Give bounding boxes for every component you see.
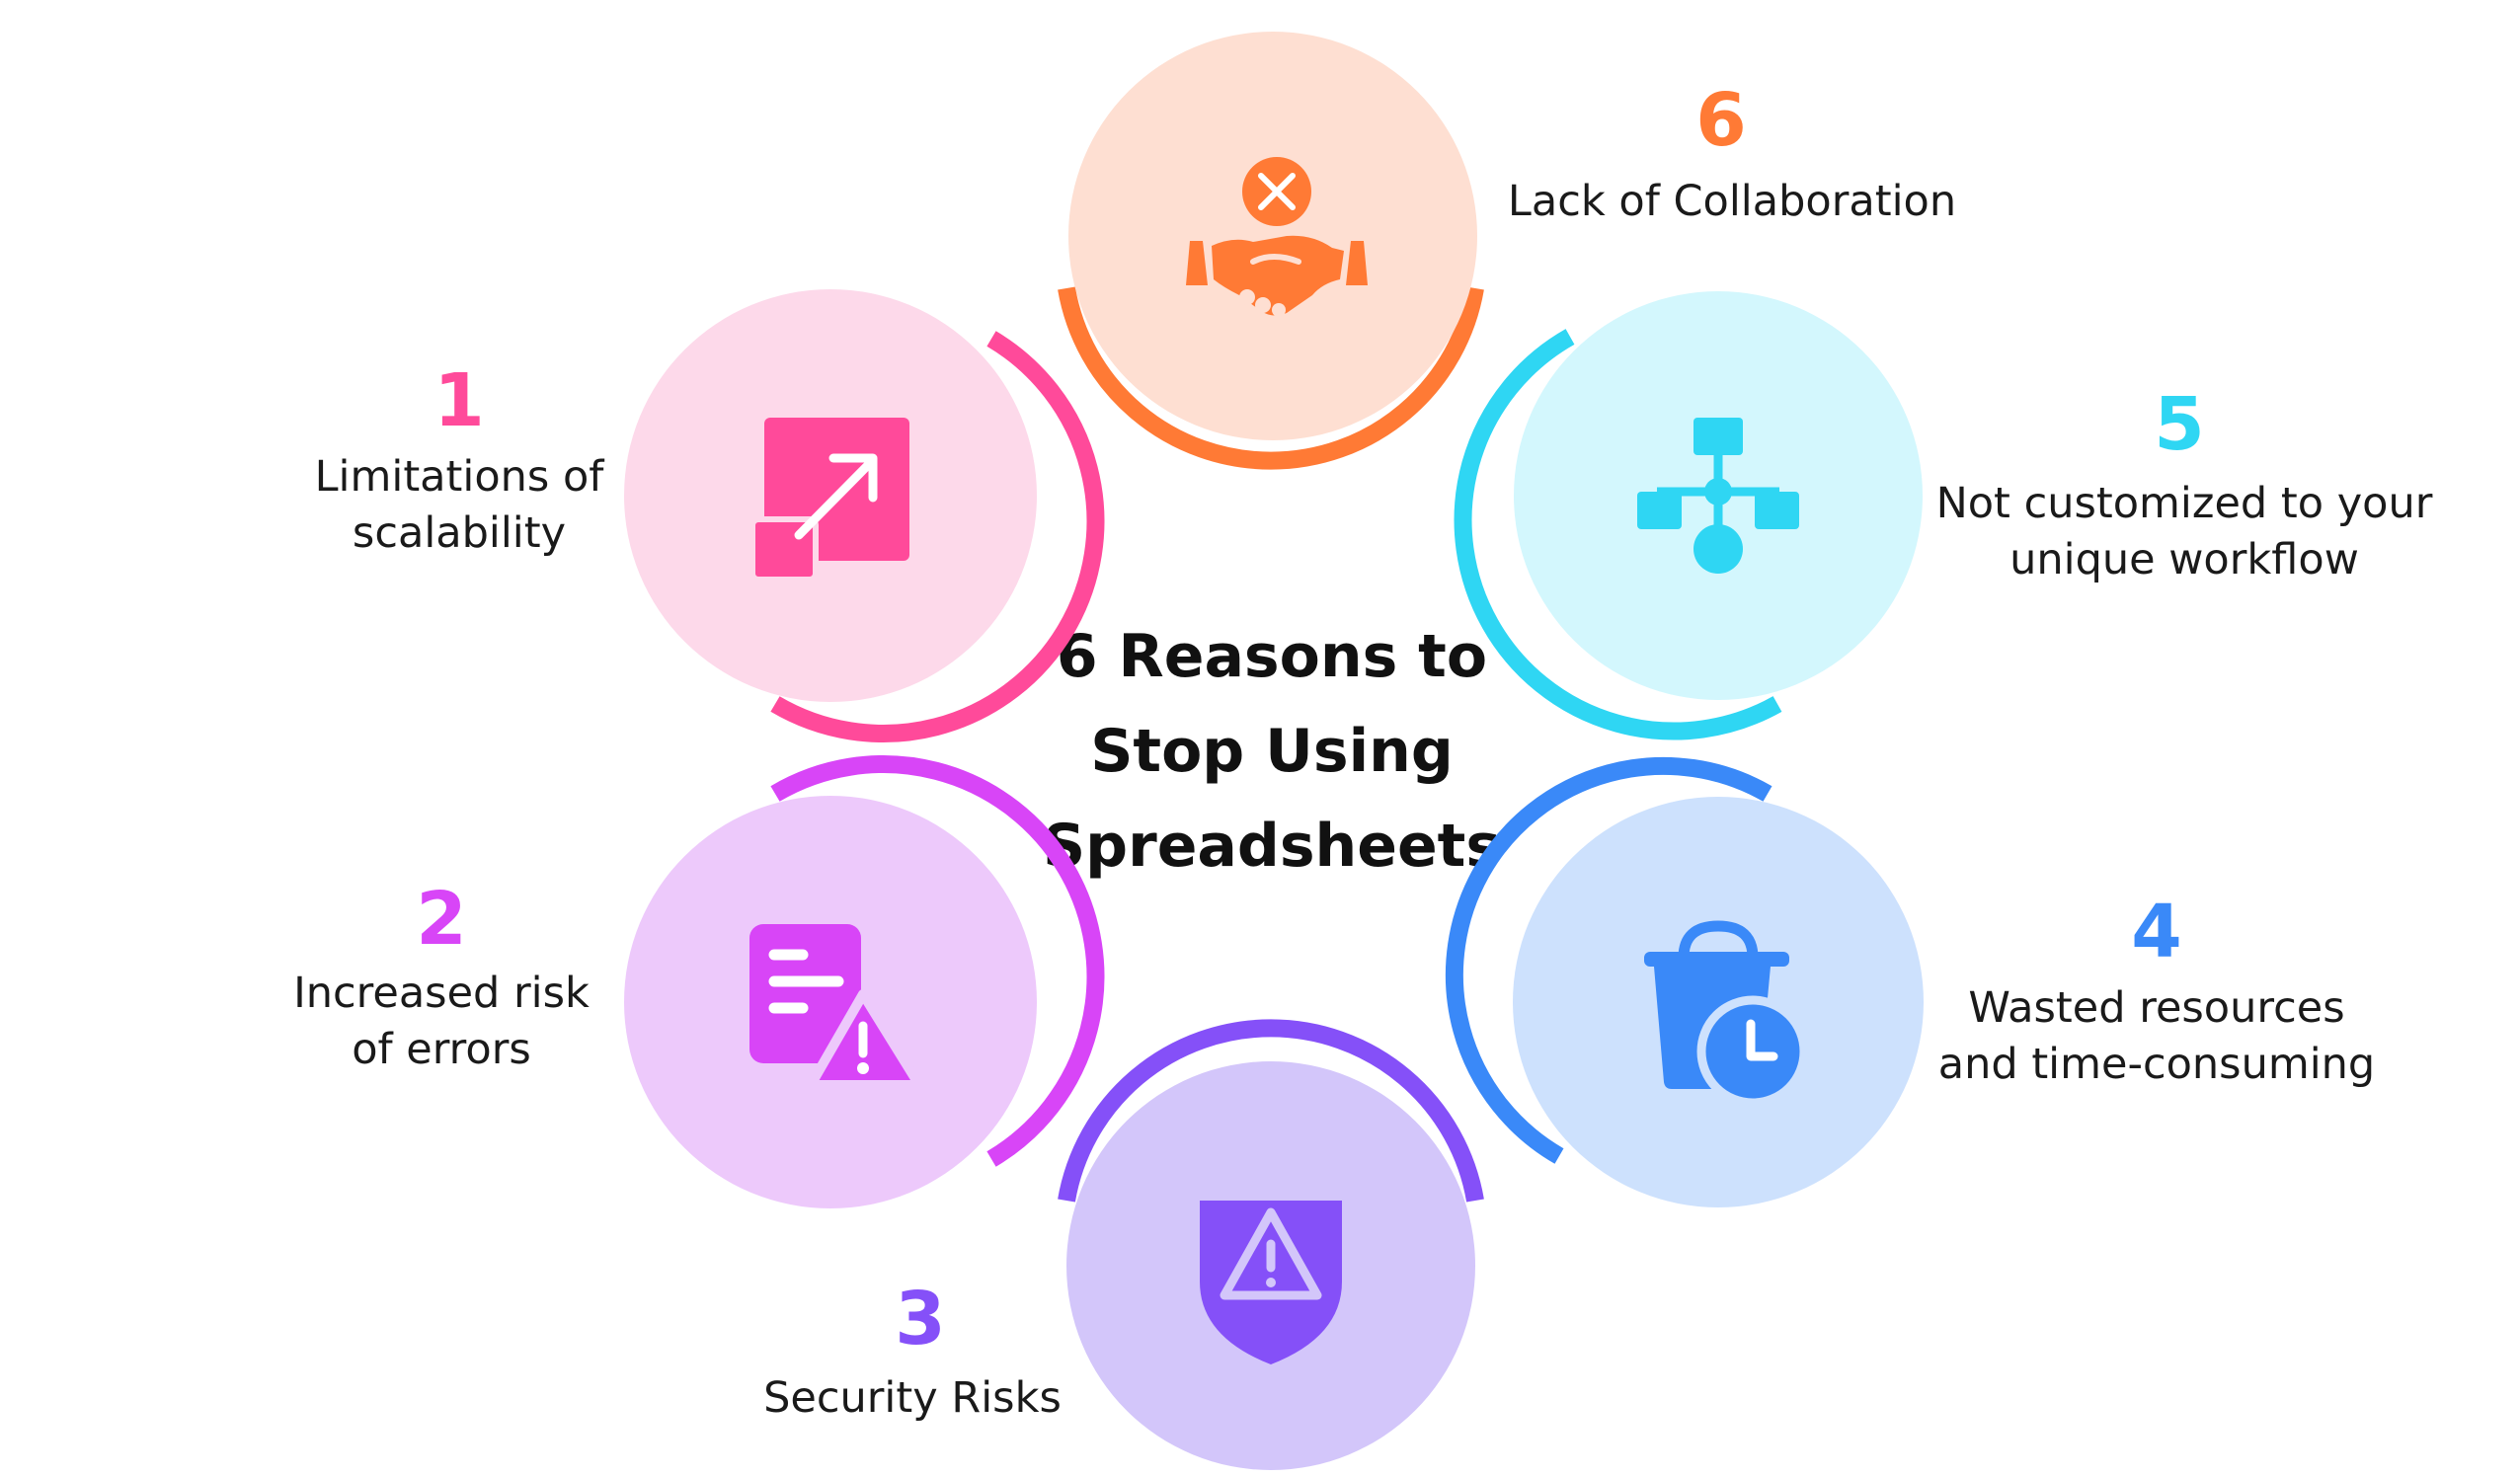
reason-1-label-line-2: scalability [353,508,566,558]
reason-1: 1 Limitations of scalability [315,289,1105,742]
diagram-title: 6 Reasons to Stop Using Spreadsheets [1043,622,1501,881]
reason-3-arc [1058,1019,1484,1203]
reason-5-arc [1454,329,1782,740]
reason-6-label-line-1: Lack of Collaboration [1508,177,1956,226]
reason-5: 5 Not customized to your unique workflow [1454,291,2433,740]
reason-3-label-line-1: Security Risks [763,1373,1062,1423]
title-line-1: 6 Reasons to [1057,622,1487,691]
reason-2: 2 Increased risk of errors [293,755,1105,1208]
reason-5-label-line-1: Not customized to your [1936,479,2433,528]
reason-6-arc [1058,286,1484,470]
reason-2-label-line-1: Increased risk [293,969,590,1018]
reason-4: 4 Wasted resources and time-consuming [1445,756,2375,1207]
reason-6-number: 6 [1695,78,1747,163]
title-line-3: Spreadsheets [1043,812,1501,881]
workflow-icon [1637,418,1799,574]
scale-up-arrow-icon [749,418,909,583]
reason-5-label-line-2: unique workflow [2009,535,2359,584]
reason-4-arc [1445,756,1772,1164]
reason-4-label-line-2: and time-consuming [1938,1040,2375,1089]
bin-clock-icon [1644,920,1809,1108]
reason-1-arc [770,331,1105,742]
reason-4-number: 4 [2131,890,2182,974]
reason-6-circle [1068,32,1477,440]
reason-3: 3 Security Risks [763,1019,1484,1470]
reason-4-label-line-1: Wasted resources [1968,983,2344,1033]
document-warning-icon [749,924,924,1090]
reason-2-arc [770,755,1105,1167]
reason-1-number: 1 [433,358,485,443]
shield-warning-icon [1200,1201,1342,1364]
handshake-cross-icon [1186,157,1368,317]
reason-5-number: 5 [2154,382,2205,467]
reason-1-label-line-1: Limitations of [315,452,605,502]
reason-2-number: 2 [416,877,467,962]
reason-6: 6 Lack of Collaboration [1058,32,1956,470]
reason-3-number: 3 [895,1277,946,1361]
title-line-2: Stop Using [1090,717,1454,786]
reason-2-label-line-2: of errors [352,1025,531,1074]
